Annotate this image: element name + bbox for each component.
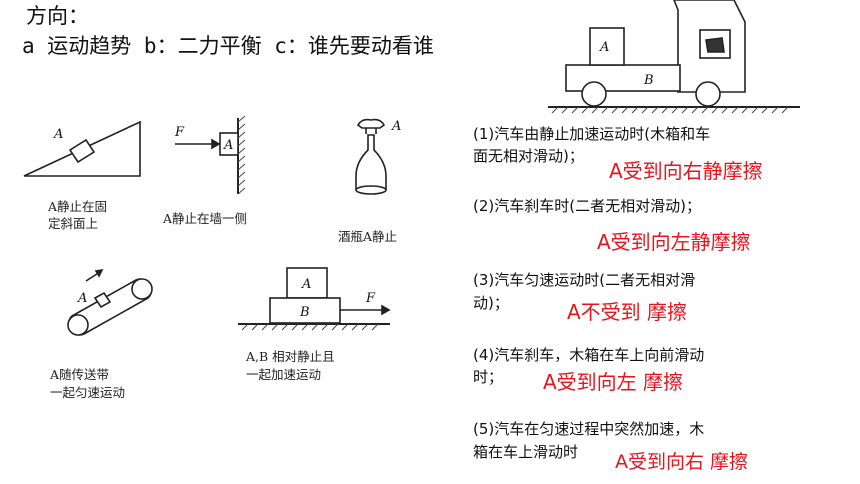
wall-caption: A静止在墙一侧 <box>163 211 248 226</box>
wall-block-label: A <box>223 138 233 153</box>
answer-1: A受到向右静摩擦 <box>609 159 763 183</box>
stacked-force-label: F <box>365 291 376 306</box>
bottle-caption: 酒瓶A静止 <box>338 229 398 244</box>
question-2-line-1: (2)汽车刹车时(二者无相对滑动)； <box>473 197 701 215</box>
answer-4: A受到向左 摩擦 <box>543 370 684 394</box>
answer-5: A受到向右 摩擦 <box>615 451 749 473</box>
truck-bed-label: B <box>643 73 654 88</box>
answer-2: A受到向左静摩擦 <box>597 230 751 254</box>
stacked-bottom-label: B <box>299 305 310 320</box>
question-1-line-1: (1)汽车由静止加速运动时(木箱和车 <box>473 125 711 143</box>
question-5-line-2: 箱在车上滑动时 <box>473 443 579 461</box>
page-title: 方向： <box>26 4 89 28</box>
question-1-line-2: 面无相对滑动)； <box>473 147 584 165</box>
question-4-line-1: (4)汽车刹车，木箱在车上向前滑动 <box>473 346 705 364</box>
answer-3: A不受到 摩擦 <box>567 300 688 324</box>
conveyor-block-label: A <box>77 291 87 306</box>
question-3-line-2: 动)； <box>473 294 509 312</box>
wall-force-label: F <box>174 125 185 140</box>
incline-caption-1: A静止在固 <box>48 199 108 214</box>
direction-hint: a 运动趋势 b：二力平衡 c：谁先要动看谁 <box>22 34 434 58</box>
incline-caption-2: 定斜面上 <box>48 216 99 231</box>
conveyor-caption-1: A随传送带 <box>50 367 110 382</box>
incline-block-label: A <box>53 127 63 142</box>
stacked-caption-2: 一起加速运动 <box>246 367 322 382</box>
bottle-label: A <box>391 119 401 134</box>
conveyor-caption-2: 一起匀速运动 <box>50 385 126 400</box>
stacked-caption-1: A,B 相对静止且 <box>246 349 335 364</box>
question-4-line-2: 时； <box>473 368 504 386</box>
question-5-line-1: (5)汽车在匀速过程中突然加速，木 <box>473 420 705 438</box>
truck-box-label: A <box>599 40 609 55</box>
stacked-top-label: A <box>301 277 311 292</box>
question-3-line-1: (3)汽车匀速运动时(二者无相对滑 <box>473 271 696 289</box>
